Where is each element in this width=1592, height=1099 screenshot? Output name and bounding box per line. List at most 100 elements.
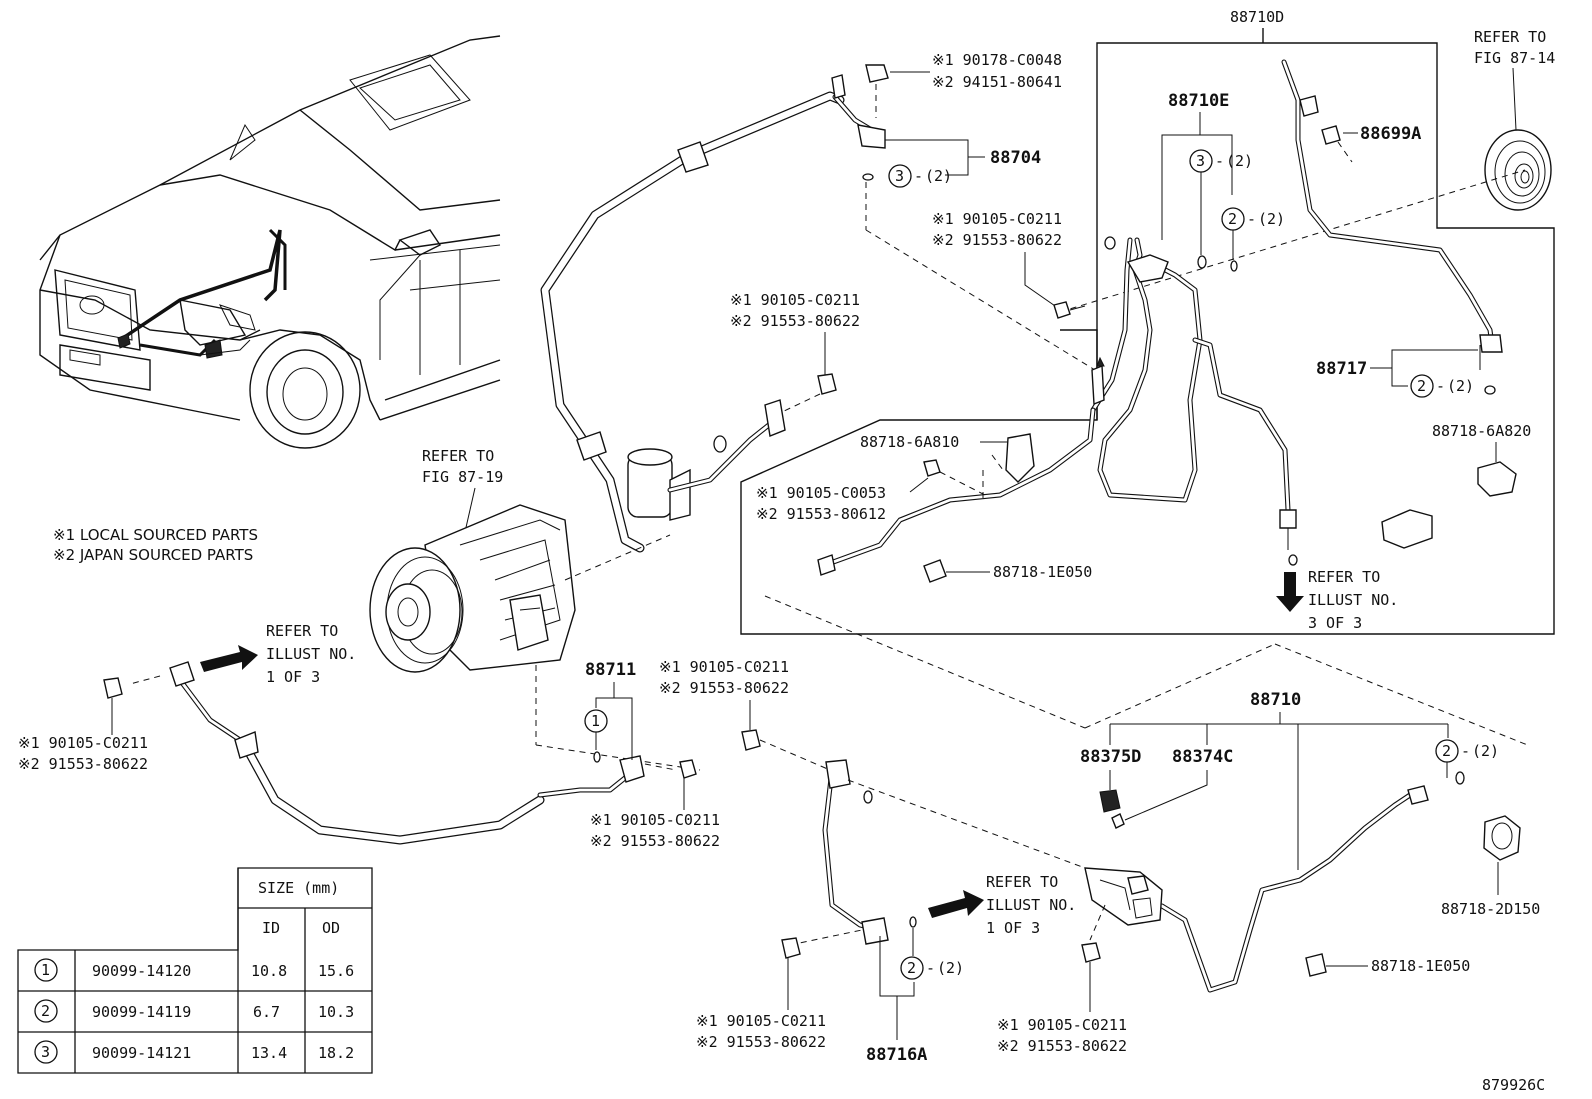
callout-88704: 88704 3 - (2) [862, 139, 1096, 371]
group-88718-1E050-b: 88718-1E050 [1305, 953, 1470, 977]
label-88717: 88717 [1316, 359, 1367, 379]
callout-88704-num: 3 [895, 167, 904, 185]
callout-88716A-num: 2 [907, 959, 916, 977]
group-88699A: 88699A [1321, 124, 1421, 163]
bolt-note-center-1: ※1 90105-C0211 [730, 291, 860, 309]
label-88374C: 88374C [1172, 747, 1233, 767]
bolt-88711-top-group: ※1 90105-C0211 ※2 91553-80622 [659, 658, 831, 771]
bolt-note-88710E-2: ※2 91553-80622 [932, 231, 1062, 249]
bolt-note-88711-top-2: ※2 91553-80622 [659, 679, 789, 697]
vehicle-illustration [39, 35, 501, 449]
callout-88717-qty: (2) [1447, 377, 1474, 395]
refer-illust1-right-line3: 1 OF 3 [986, 919, 1040, 937]
refer-illust3-line3: 3 OF 3 [1308, 614, 1362, 632]
label-88718-6A810: 88718-6A810 [860, 433, 959, 451]
label-88710E: 88710E [1168, 91, 1229, 111]
legend-local: ※1 LOCAL SOURCED PARTS [53, 526, 258, 544]
refer-illust3-line1: REFER TO [1308, 568, 1380, 586]
legend-japan: ※2 JAPAN SOURCED PARTS [53, 546, 253, 564]
refer-fig87-14-line2: FIG 87-14 [1474, 49, 1555, 67]
compressor: REFER TO FIG 87-19 [369, 447, 701, 771]
label-88711: 88711 [585, 660, 636, 680]
bolt-note-88711-top-1: ※1 90105-C0211 [659, 658, 789, 676]
callout-88716A-dash: - [926, 959, 935, 977]
bolt-88710E-group: ※1 90105-C0211 ※2 91553-80622 [932, 210, 1086, 319]
refer-illust1-right-line2: ILLUST NO. [986, 896, 1076, 914]
label-88710D: 88710D [1230, 8, 1284, 26]
label-88718-1E050-a: 88718-1E050 [993, 563, 1092, 581]
callout-88710E-2-num: 2 [1228, 210, 1237, 228]
hose-88704 [540, 74, 886, 553]
callout-88704-qty: - [914, 167, 923, 185]
callout-88704-qty-value: (2) [925, 167, 952, 185]
bolt-note-left-2: ※2 91553-80622 [18, 755, 148, 773]
callout-88717-dash: - [1436, 377, 1445, 395]
callout-88710E-2-qty: (2) [1258, 210, 1285, 228]
bolt-note-6a810-2: ※2 91553-80612 [756, 505, 886, 523]
label-88699A: 88699A [1360, 124, 1421, 144]
size-row-3-part: 90099-14121 [92, 1044, 191, 1062]
size-table-col-od: OD [322, 919, 340, 937]
size-row-2-key: 2 [41, 1002, 50, 1020]
refer-illust-1-right: REFER TO ILLUST NO. 1 OF 3 [928, 873, 1076, 937]
group-88718-1E050-a: 88718-1E050 [923, 559, 1092, 583]
bolt-note-left-1: ※1 90105-C0211 [18, 734, 148, 752]
size-row-2-od: 10.3 [318, 1003, 354, 1021]
bolt-note-88710-2: ※2 91553-80622 [997, 1037, 1127, 1055]
group-88718-6A820: 88718-6A820 [1381, 422, 1531, 549]
label-88718-1E050-b: 88718-1E050 [1371, 957, 1470, 975]
callout-88710E-3-dash: - [1215, 152, 1224, 170]
label-88716A: 88716A [866, 1045, 927, 1065]
size-table: SIZE (mm) ID OD 1 90099-14120 10.8 15.6 … [17, 867, 373, 1074]
bolt-center-group: ※1 90105-C0211 ※2 91553-80622 [730, 291, 860, 413]
size-row-1-key: 1 [41, 961, 50, 979]
label-88718-2D150: 88718-2D150 [1441, 900, 1540, 918]
group-88717: 88717 2 - (2) [1316, 349, 1478, 398]
size-row-2-id: 6.7 [253, 1003, 280, 1021]
pipe-88716A: ※1 90105-C0211 ※2 91553-80622 2 - (2) 88… [696, 759, 1086, 1065]
label-88704: 88704 [990, 148, 1041, 168]
sourcing-legend: ※1 LOCAL SOURCED PARTS ※2 JAPAN SOURCED … [53, 526, 258, 564]
bolt-note-88716A-2: ※2 91553-80622 [696, 1033, 826, 1051]
figure-id: 879926C [1482, 1076, 1545, 1094]
callout-88710-num: 2 [1442, 742, 1451, 760]
bolt-note-6a810-1: ※1 90105-C0053 [756, 484, 886, 502]
callout-88710E-2-dash: - [1247, 210, 1256, 228]
size-row-1-id: 10.8 [251, 962, 287, 980]
callout-88710E-3-qty: (2) [1226, 152, 1253, 170]
callout-88711: 88711 1 ※1 90105-C0211 ※2 91553-80622 [584, 660, 720, 850]
bolt-top-group: ※1 90178-C0048 ※2 94151-80641 [865, 51, 1062, 118]
refer-illust-3: REFER TO ILLUST NO. 3 OF 3 [1276, 568, 1398, 632]
refer-illust-1-left: REFER TO ILLUST NO. 1 OF 3 [200, 622, 356, 686]
refer-illust1-left-line3: 1 OF 3 [266, 668, 320, 686]
size-row-1-od: 15.6 [318, 962, 354, 980]
refer-fig87-19-line1: REFER TO [422, 447, 494, 465]
size-row-3-key: 3 [41, 1043, 50, 1061]
bolt-note-88710E-1: ※1 90105-C0211 [932, 210, 1062, 228]
size-table-col-id: ID [262, 919, 280, 937]
bolt-note-top-2: ※2 94151-80641 [932, 73, 1062, 91]
refer-illust1-right-line1: REFER TO [986, 873, 1058, 891]
refer-fig87-14-line1: REFER TO [1474, 28, 1546, 46]
callout-88717-num: 2 [1417, 377, 1426, 395]
label-88375D: 88375D [1080, 747, 1141, 767]
size-table-header: SIZE (mm) [258, 879, 339, 897]
group-88718-6A810: 88718-6A810 ※1 90105-C0053 ※2 91553-8061… [756, 433, 1035, 523]
pipes-88710D [817, 59, 1503, 576]
group-88710: 88710 88375D 88374C 2 - (2) ※1 90105-C02… [997, 690, 1499, 1055]
bolt-note-top-1: ※1 90178-C0048 [932, 51, 1062, 69]
callout-88710-qty: (2) [1472, 742, 1499, 760]
group-88710E: 88710E 3 - (2) 2 - (2) [1059, 91, 1526, 313]
size-row-1-part: 90099-14120 [92, 962, 191, 980]
bolt-note-88711-bot-1: ※1 90105-C0211 [590, 811, 720, 829]
refer-illust1-left-line2: ILLUST NO. [266, 645, 356, 663]
callout-88716A-qty: (2) [937, 959, 964, 977]
refer-fig87-19-line2: FIG 87-19 [422, 468, 503, 486]
group-88718-2D150: 88718-2D150 [1441, 815, 1540, 918]
label-88718-6A820: 88718-6A820 [1432, 422, 1531, 440]
bolt-note-88710-1: ※1 90105-C0211 [997, 1016, 1127, 1034]
bolt-note-center-2: ※2 91553-80622 [730, 312, 860, 330]
size-row-3-od: 18.2 [318, 1044, 354, 1062]
size-row-3-id: 13.4 [251, 1044, 287, 1062]
